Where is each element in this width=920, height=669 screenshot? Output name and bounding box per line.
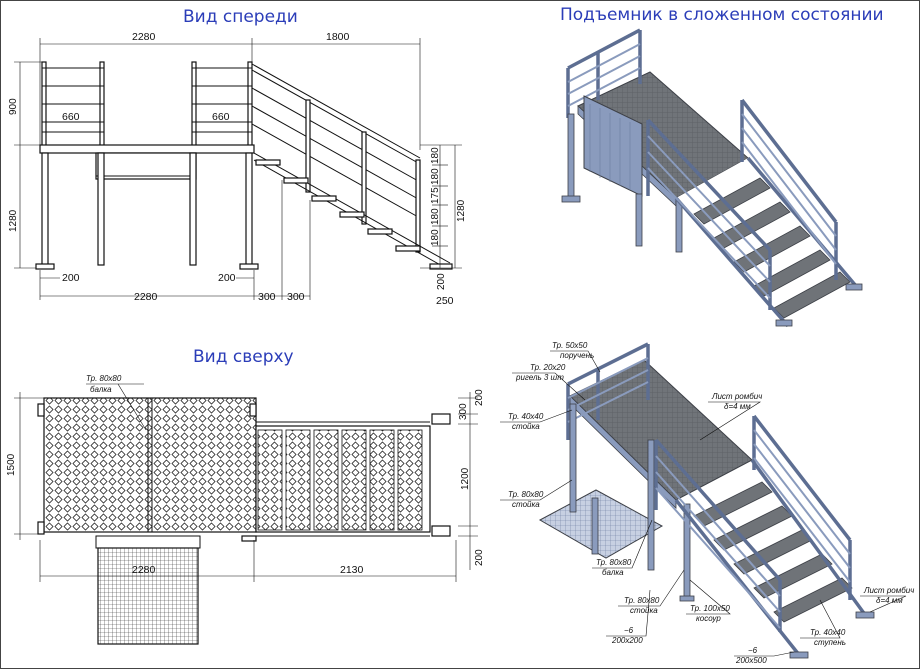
label-rigel-1: Тр. 20х20: [530, 363, 566, 372]
label-beam-2: балка: [602, 568, 624, 577]
stair-rise-5: 180: [430, 229, 441, 246]
label-plate2-1: −6: [748, 646, 758, 655]
label-sheet2-1: Лист ромбич: [863, 586, 914, 595]
label-post80-2: стойка: [630, 606, 658, 615]
top-dim-1200: 1200: [460, 467, 471, 490]
label-plate1-1: −6: [624, 626, 634, 635]
front-dim-2280-top: 2280: [132, 31, 156, 43]
stair-rise-1: 180: [430, 147, 441, 164]
label-sheet-2: δ=4 мм: [724, 402, 751, 411]
front-foot-200-left: 200: [62, 272, 80, 284]
top-view-title: Вид сверху: [193, 347, 294, 367]
label-step-1: Тр. 40х40: [810, 628, 846, 637]
front-dim-1800: 1800: [326, 31, 350, 43]
front-view-title: Вид спереди: [183, 7, 298, 27]
label-handrail-2: поручень: [560, 351, 594, 360]
top-dim-200-bottom: 200: [474, 549, 485, 566]
stair-rise-2: 180: [430, 168, 441, 185]
front-dim-300-b: 300: [287, 291, 305, 303]
stair-dim-1280: 1280: [456, 199, 467, 222]
top-beam-label-1: Тр. 80х80: [86, 374, 122, 383]
label-step-2: ступень: [814, 638, 846, 647]
label-plate1-2: 200х200: [611, 636, 643, 645]
stair-foot-250: 250: [436, 295, 454, 307]
stair-foot-200: 200: [436, 273, 447, 290]
label-post-2: стойка: [512, 422, 540, 431]
front-foot-200-mid: 200: [218, 272, 236, 284]
label-rigel-2: ригель 3 шт: [515, 373, 564, 382]
unfolded-isometric: Тр. 50х50 поручень Тр. 20х20 ригель 3 шт…: [500, 341, 914, 665]
label-column-2: стойка: [512, 500, 540, 509]
label-kosour-2: косоур: [696, 614, 721, 623]
label-column-1: Тр. 80х80: [508, 490, 544, 499]
front-dim-2280-bottom: 2280: [134, 291, 158, 303]
front-dim-1280-left: 1280: [8, 209, 19, 232]
label-handrail-1: Тр. 50х50: [552, 341, 588, 350]
stair-rise-4: 180: [430, 208, 441, 225]
front-rail-660-right: 660: [212, 111, 230, 123]
folded-isometric: [561, 28, 863, 328]
front-dim-300-a: 300: [258, 291, 276, 303]
label-plate2-2: 200х500: [735, 656, 767, 665]
front-view: 2280 1800 900 1280 660 660: [8, 31, 467, 307]
front-dim-900: 900: [8, 98, 19, 115]
top-view: Тр. 80х80 балка 1500 2280 2130 300 200 1…: [6, 374, 485, 645]
top-dim-1500: 1500: [6, 453, 17, 476]
folded-view-title: Подъемник в сложенном состоянии: [560, 5, 884, 25]
label-beam-1: Тр. 80х80: [596, 558, 632, 567]
top-beam-label-2: балка: [90, 385, 112, 394]
top-dim-300: 300: [458, 403, 469, 420]
label-post80-1: Тр. 80х80: [624, 596, 660, 605]
front-rail-660-left: 660: [62, 111, 80, 123]
label-sheet-1: Лист ромбич: [711, 392, 762, 401]
top-dim-200-top: 200: [474, 389, 485, 406]
label-post-1: Тр. 40х40: [508, 412, 544, 421]
top-dim-2280: 2280: [132, 564, 156, 576]
top-dim-2130: 2130: [340, 564, 364, 576]
label-kosour-1: Тр. 100х50: [690, 604, 730, 613]
stair-rise-3: 175: [430, 187, 441, 204]
label-sheet2-2: δ=4 мм: [876, 596, 903, 605]
